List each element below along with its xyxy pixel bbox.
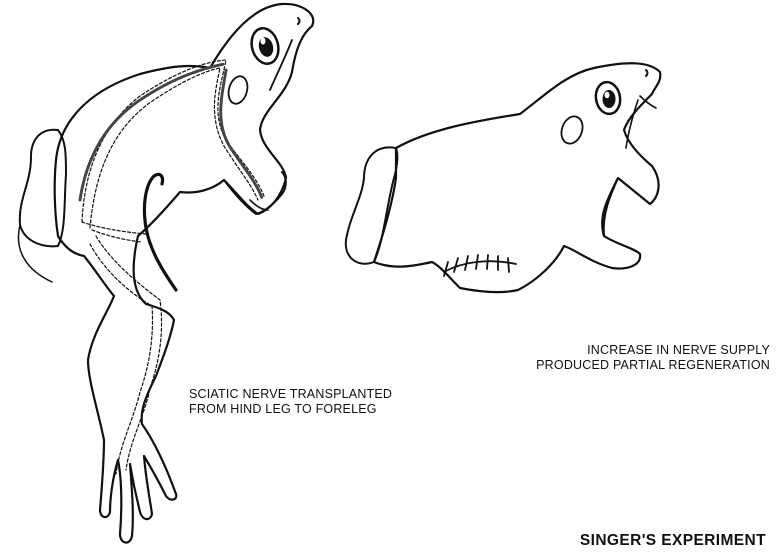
left-caption-line: FROM HIND LEG TO FORELEG	[189, 402, 392, 417]
nerve-hatch	[80, 64, 262, 200]
left-frog-tympanum	[226, 74, 251, 106]
left-frog	[18, 4, 313, 543]
right-caption-line: INCREASE IN NERVE SUPPLY	[536, 343, 770, 358]
right-frog-foreleg	[604, 178, 618, 236]
transplanted-nerve	[144, 174, 176, 290]
figure-title: SINGER'S EXPERIMENT	[580, 532, 766, 550]
right-frog-caption: INCREASE IN NERVE SUPPLY PRODUCED PARTIA…	[536, 343, 770, 373]
left-caption-line: SCIATIC NERVE TRANSPLANTED	[189, 387, 392, 402]
right-frog	[346, 63, 661, 292]
right-frog-tympanum	[558, 113, 586, 146]
right-caption-line: PRODUCED PARTIAL REGENERATION	[536, 358, 770, 373]
left-frog-caption: SCIATIC NERVE TRANSPLANTED FROM HIND LEG…	[189, 387, 392, 417]
left-frog-body	[55, 4, 314, 543]
regeneration-stitch	[444, 255, 516, 276]
